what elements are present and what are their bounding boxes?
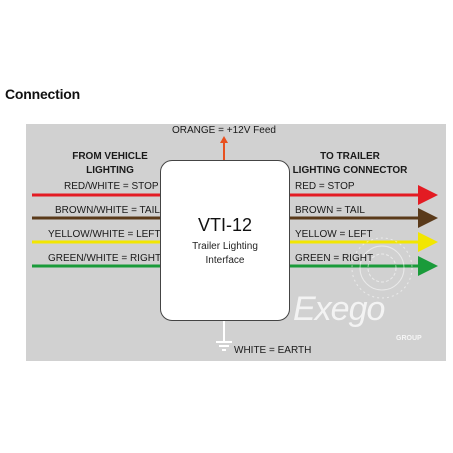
arrow-left (418, 232, 438, 252)
feed-label: ORANGE = +12V Feed (172, 125, 276, 136)
left-header: FROM VEHICLE LIGHTING (40, 150, 180, 178)
left-label-left: YELLOW/WHITE = LEFT (48, 229, 161, 240)
watermark-swirl-icon (351, 237, 413, 299)
left-label-tail: BROWN/WHITE = TAIL (55, 205, 160, 216)
right-label-tail: BROWN = TAIL (295, 205, 365, 216)
right-label-right: GREEN = RIGHT (295, 253, 374, 264)
left-header-line1: FROM VEHICLE (72, 151, 148, 162)
section-heading: Connection (5, 86, 80, 102)
watermark-brand: Exego (293, 290, 385, 328)
right-header: TO TRAILER LIGHTING CONNECTOR (280, 150, 420, 178)
device-model: VTI-12 (197, 215, 253, 235)
right-label-left: YELLOW = LEFT (295, 229, 373, 240)
left-label-stop: RED/WHITE = STOP (64, 181, 159, 192)
left-label-right: GREEN/WHITE = RIGHT (48, 253, 162, 264)
device-desc-line2: Interface (205, 255, 245, 266)
right-header-line2: LIGHTING CONNECTOR (292, 165, 408, 176)
earth-symbol-icon (216, 341, 232, 351)
earth-label: WHITE = EARTH (234, 345, 312, 356)
arrow-tail (418, 208, 438, 228)
right-label-stop: RED = STOP (295, 181, 355, 192)
watermark-group: GROUP (396, 335, 422, 342)
device-desc-line1: Trailer Lighting (192, 241, 258, 252)
right-header-line1: TO TRAILER (320, 151, 380, 162)
orange-feed-arrow (220, 136, 228, 143)
device-box: VTI-12 Trailer Lighting Interface (160, 160, 290, 321)
left-header-line2: LIGHTING (86, 165, 134, 176)
arrow-right (418, 256, 438, 276)
arrow-stop (418, 185, 438, 205)
